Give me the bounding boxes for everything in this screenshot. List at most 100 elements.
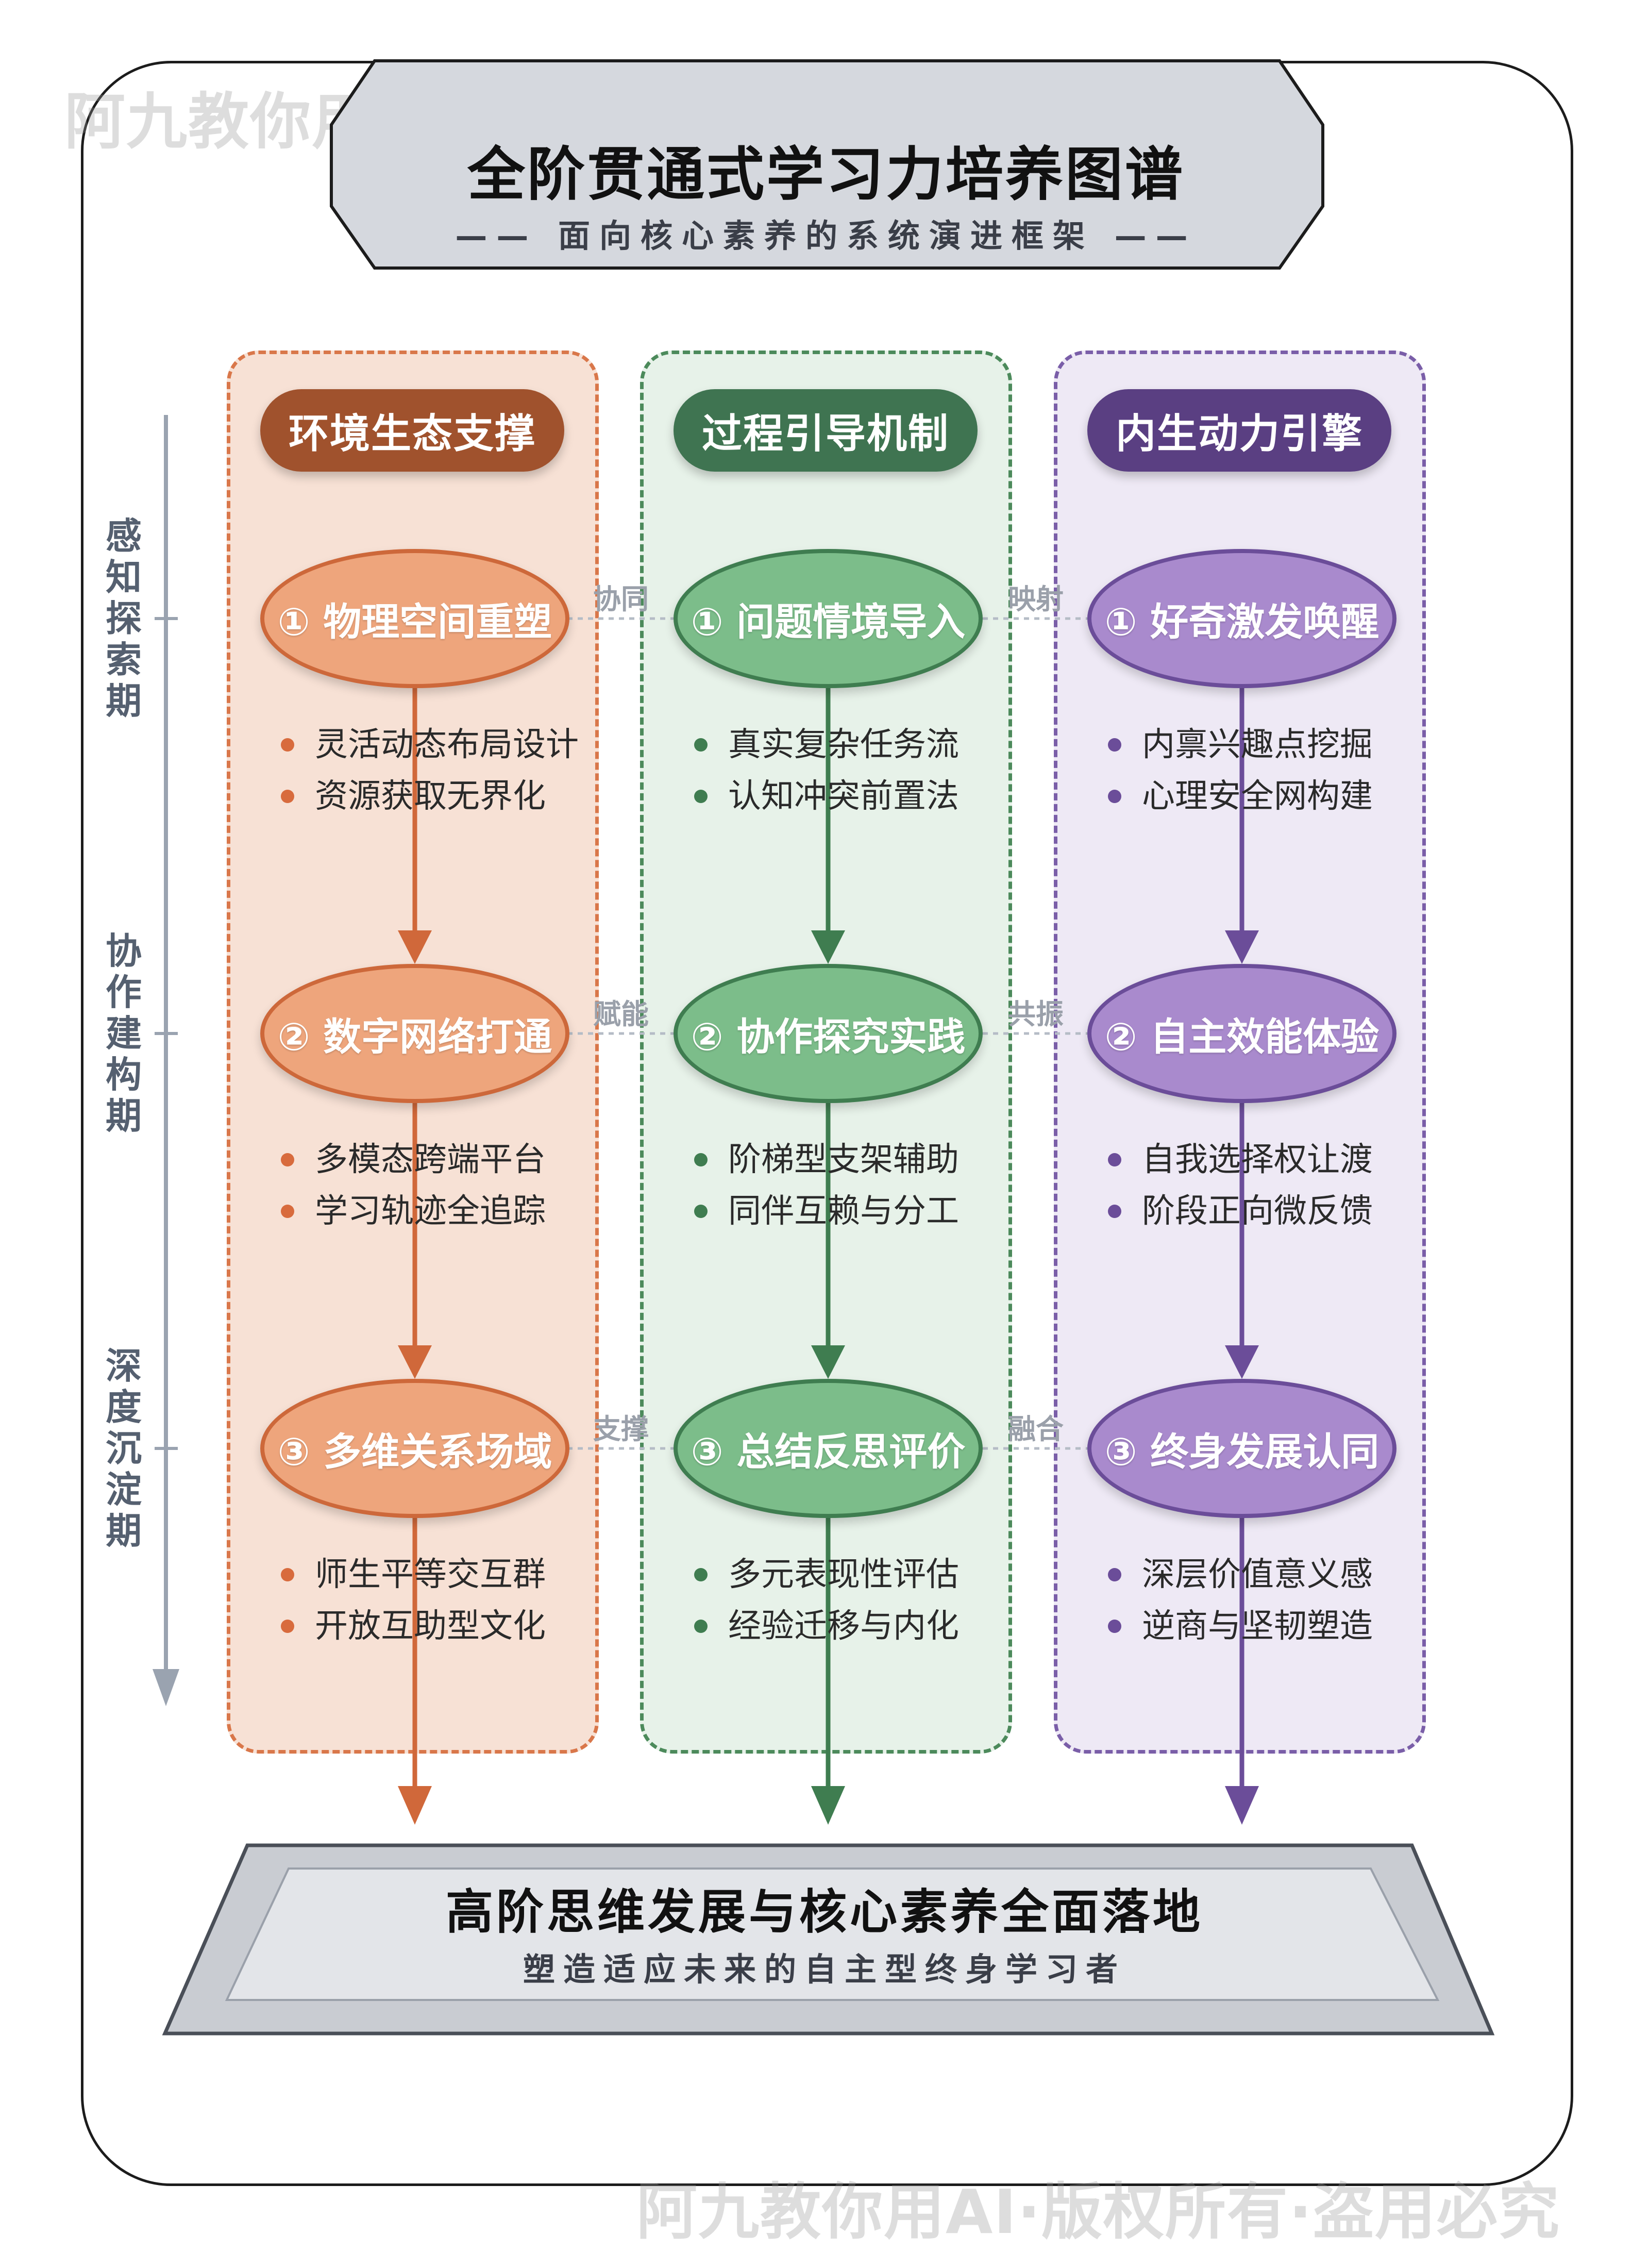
list-item: 多元表现性评估 — [694, 1549, 1003, 1600]
bullet-dot-icon — [281, 1153, 294, 1166]
bullet-text: 学习轨迹全追踪 — [315, 1192, 546, 1230]
node-label: ① 好奇激发唤醒 — [1104, 599, 1379, 644]
node-label: ② 自主效能体验 — [1104, 1014, 1379, 1059]
node-self-efficacy: ② 自主效能体验 — [1087, 964, 1396, 1103]
list-item: 阶梯型支架辅助 — [694, 1134, 1003, 1186]
node-relation-field: ③ 多维关系场域 — [260, 1379, 569, 1518]
footer-title: 高阶思维发展与核心素养全面落地 — [445, 1885, 1203, 1940]
flow-env-arrowheads — [398, 930, 432, 1825]
relation-label: 融合 — [1008, 1413, 1064, 1445]
flow-intrinsic-arrowheads — [1225, 930, 1259, 1825]
bullet-text: 真实复杂任务流 — [728, 726, 959, 764]
node-reflection-evaluation: ③ 总结反思评价 — [674, 1379, 983, 1518]
bullet-text: 认知冲突前置法 — [728, 777, 959, 815]
page-title: 全阶贯通式学习力培养图谱 — [467, 141, 1185, 208]
bullet-list: 真实复杂任务流 认知冲突前置法 — [694, 719, 1003, 822]
bullet-dot-icon — [1108, 738, 1121, 752]
column-title-environment: 环境生态支撑 — [260, 389, 564, 472]
bullet-text: 心理安全网构建 — [1142, 777, 1373, 815]
page-subtitle: —— 面向核心素养的系统演进框架 —— — [455, 217, 1197, 255]
list-item: 认知冲突前置法 — [694, 771, 1003, 822]
bullet-text: 逆商与坚韧塑造 — [1142, 1607, 1373, 1645]
node-digital-network: ② 数字网络打通 — [260, 964, 569, 1103]
bullet-text: 多模态跨端平台 — [315, 1141, 546, 1179]
list-item: 学习轨迹全追踪 — [281, 1186, 590, 1237]
bullet-list: 深层价值意义感 逆商与坚韧塑造 — [1108, 1549, 1417, 1652]
node-problem-context: ① 问题情境导入 — [674, 549, 983, 688]
list-item: 阶段正向微反馈 — [1108, 1186, 1417, 1237]
bullet-text: 阶段正向微反馈 — [1142, 1192, 1373, 1230]
list-item: 灵活动态布局设计 — [281, 719, 590, 771]
bullet-text: 资源获取无界化 — [315, 777, 546, 815]
bullet-dot-icon — [1108, 1620, 1121, 1633]
node-label: ① 问题情境导入 — [691, 599, 966, 644]
bullet-dot-icon — [1108, 1205, 1121, 1218]
bullet-dot-icon — [694, 1205, 708, 1218]
watermark-bottom: 阿九教你用AI·版权所有·盗用必究 — [636, 2176, 1560, 2247]
relation-label: 协同 — [593, 583, 649, 615]
relation-label: 赋能 — [593, 998, 649, 1030]
column-title-intrinsic: 内生动力引擎 — [1087, 389, 1391, 472]
list-item: 深层价值意义感 — [1108, 1549, 1417, 1600]
bullet-dot-icon — [281, 738, 294, 752]
relation-lines — [567, 617, 1087, 1450]
stage-label-perception: 感知探索期 — [106, 515, 142, 722]
bullet-text: 同伴互赖与分工 — [728, 1192, 959, 1230]
bullet-dot-icon — [694, 1620, 708, 1633]
bullet-list: 多元表现性评估 经验迁移与内化 — [694, 1549, 1003, 1652]
list-item: 逆商与坚韧塑造 — [1108, 1600, 1417, 1652]
bullet-dot-icon — [694, 1568, 708, 1581]
bullet-list: 自我选择权让渡 阶段正向微反馈 — [1108, 1134, 1417, 1237]
bullet-text: 阶梯型支架辅助 — [728, 1141, 959, 1179]
bullet-list: 师生平等交互群 开放互助型文化 — [281, 1549, 590, 1652]
title-plate — [0, 0, 1649, 289]
bullet-list: 多模态跨端平台 学习轨迹全追踪 — [281, 1134, 590, 1237]
bullet-dot-icon — [694, 1153, 708, 1166]
bullet-dot-icon — [694, 738, 708, 752]
title-plate-shape — [330, 59, 1324, 270]
stage-label-consolidation: 深度沉淀期 — [106, 1345, 142, 1552]
node-curiosity: ① 好奇激发唤醒 — [1087, 549, 1396, 688]
list-item: 开放互助型文化 — [281, 1600, 590, 1652]
bullet-text: 师生平等交互群 — [315, 1556, 546, 1594]
list-item: 心理安全网构建 — [1108, 771, 1417, 822]
node-label: ② 协作探究实践 — [691, 1014, 966, 1059]
stage-label-collaboration: 协作建构期 — [106, 930, 142, 1137]
node-physical-space: ① 物理空间重塑 — [260, 549, 569, 688]
bullet-dot-icon — [281, 1620, 294, 1633]
list-item: 自我选择权让渡 — [1108, 1134, 1417, 1186]
bullet-text: 多元表现性评估 — [728, 1556, 959, 1594]
bullet-dot-icon — [1108, 1153, 1121, 1166]
relation-label: 支撑 — [593, 1413, 649, 1445]
list-item: 经验迁移与内化 — [694, 1600, 1003, 1652]
flow-process-arrowheads — [811, 930, 845, 1825]
bullet-dot-icon — [281, 1568, 294, 1581]
bullet-dot-icon — [1108, 1568, 1121, 1581]
node-label: ② 数字网络打通 — [277, 1014, 552, 1059]
node-label: ③ 终身发展认同 — [1104, 1429, 1379, 1474]
bullet-text: 经验迁移与内化 — [728, 1607, 959, 1645]
list-item: 真实复杂任务流 — [694, 719, 1003, 771]
list-item: 资源获取无界化 — [281, 771, 590, 822]
bullet-dot-icon — [281, 1205, 294, 1218]
bullet-dot-icon — [281, 790, 294, 803]
bullet-list: 阶梯型支架辅助 同伴互赖与分工 — [694, 1134, 1003, 1237]
node-label: ① 物理空间重塑 — [277, 599, 552, 644]
bullet-list: 内禀兴趣点挖掘 心理安全网构建 — [1108, 719, 1417, 822]
node-collaborative-inquiry: ② 协作探究实践 — [674, 964, 983, 1103]
column-title-process: 过程引导机制 — [674, 389, 978, 472]
list-item: 同伴互赖与分工 — [694, 1186, 1003, 1237]
bullet-text: 灵活动态布局设计 — [315, 726, 579, 764]
bullet-text: 自我选择权让渡 — [1142, 1141, 1373, 1179]
bullet-list: 灵活动态布局设计 资源获取无界化 — [281, 719, 590, 822]
bullet-text: 开放互助型文化 — [315, 1607, 546, 1645]
list-item: 多模态跨端平台 — [281, 1134, 590, 1186]
bullet-dot-icon — [1108, 790, 1121, 803]
bullet-dot-icon — [694, 790, 708, 803]
relation-label: 共振 — [1008, 998, 1064, 1030]
relation-label: 映射 — [1008, 583, 1064, 615]
footer-subtitle: 塑造适应未来的自主型终身学习者 — [523, 1950, 1126, 1988]
bullet-text: 内禀兴趣点挖掘 — [1142, 726, 1373, 764]
